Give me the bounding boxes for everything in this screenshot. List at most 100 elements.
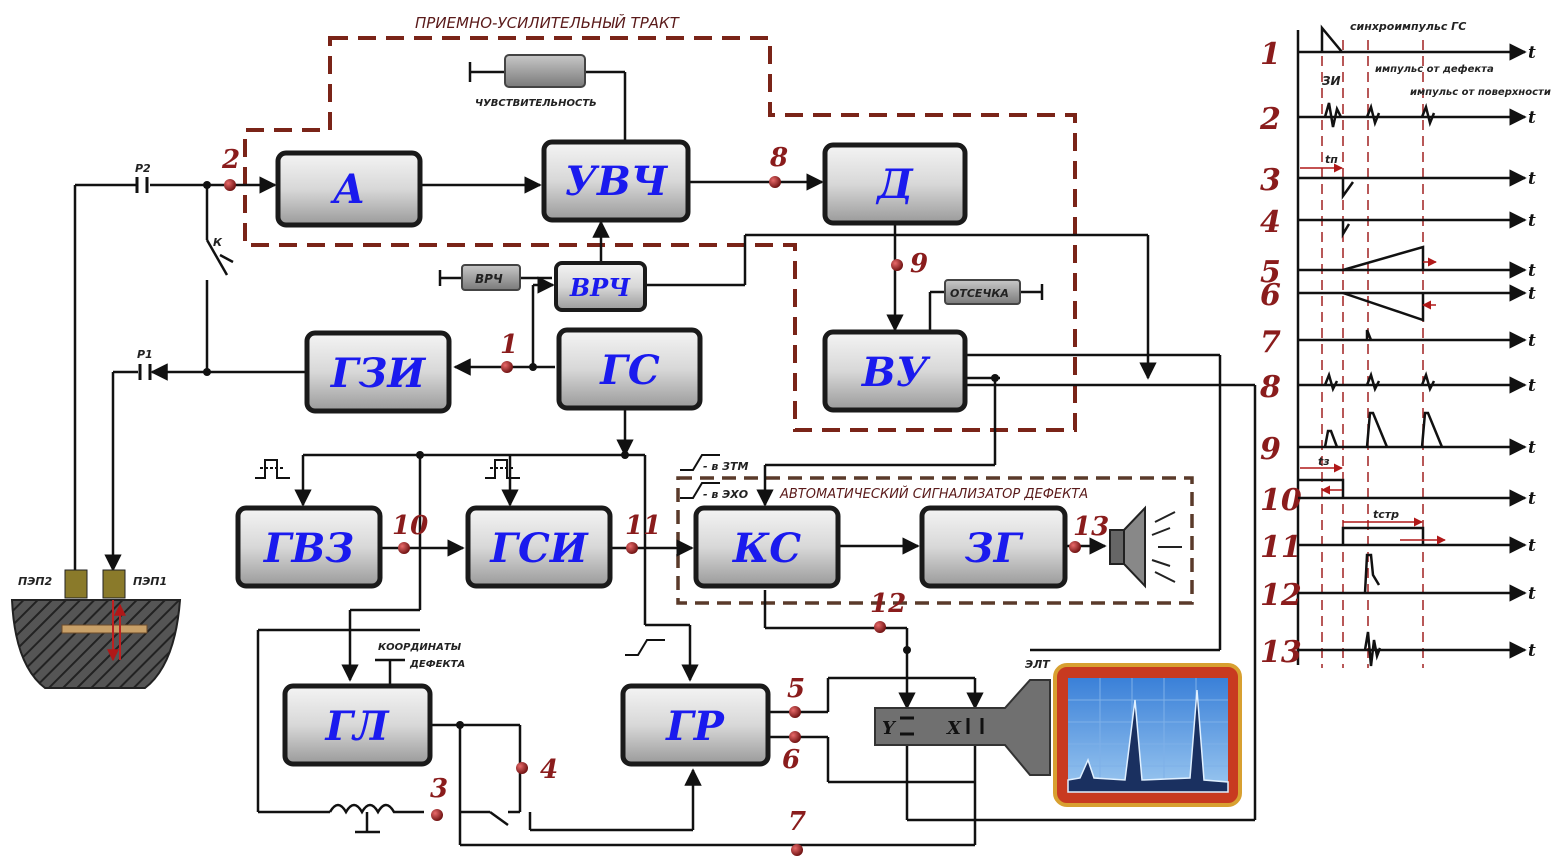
time-axis-label: t (1528, 489, 1536, 509)
timing-row-label: 3 (1260, 163, 1281, 198)
waveform (1323, 102, 1343, 128)
crt-screen (1053, 663, 1242, 807)
time-axis-label: t (1528, 43, 1536, 63)
block-vrch: ВРЧ (554, 261, 647, 312)
defect-pulse-label: импульс от дефекта (1375, 63, 1494, 75)
waveform (1342, 291, 1425, 322)
test-point-2: 2 (221, 145, 240, 191)
block-zg: ЗГ (919, 505, 1068, 589)
receiver-amplifier-region (243, 36, 1077, 432)
block-gzi: ГЗИ (304, 330, 452, 414)
svg-text:ГС: ГС (599, 347, 660, 394)
timing-row-label: 6 (1260, 278, 1281, 313)
sensitivity-label: ЧУВСТВИТЕЛЬНОСТЬ (475, 98, 597, 109)
timing-row-label: 4 (1260, 205, 1281, 240)
timing-row-label: 13 (1260, 635, 1302, 670)
test-point-label: 8 (769, 143, 788, 173)
waveform (1320, 24, 1343, 53)
waveform (1365, 329, 1373, 341)
svg-text:ВУ: ВУ (861, 349, 931, 396)
test-point-label: 10 (392, 511, 428, 541)
r2-label: Р2 (135, 162, 151, 175)
timing-row-label: 5 (1260, 255, 1281, 290)
coords-label: КООРДИНАТЫ (378, 642, 462, 653)
test-point-4: 4 (516, 755, 558, 785)
block-ks: КС (693, 505, 841, 589)
timing-row-label: 8 (1259, 370, 1281, 405)
capacitor-p1 (138, 364, 152, 380)
surface-pulse-label: импульс от поверхности (1410, 87, 1551, 98)
svg-text:ГСИ: ГСИ (489, 525, 588, 572)
sync-pulse-label: синхроимпульс ГС (1350, 20, 1466, 33)
block-gvz: ГВЗ (235, 505, 383, 589)
block-vu: ВУ (822, 329, 968, 413)
block-d: Д (822, 142, 968, 226)
speaker-icon (1109, 505, 1182, 589)
pep2-label: ПЭП2 (18, 575, 52, 588)
waveform (1363, 553, 1381, 594)
timing-row-label: 9 (1260, 432, 1281, 467)
time-axis-label: t (1528, 169, 1536, 189)
crt-tube (874, 679, 1051, 776)
svg-text:А: А (330, 166, 366, 213)
block-a: А (275, 150, 423, 228)
block-uvch: УВЧ (541, 139, 691, 223)
test-point-label: 1 (500, 330, 518, 360)
test-point-label: 5 (787, 674, 805, 704)
tz-label: tз (1318, 455, 1330, 468)
time-axis-label: t (1528, 261, 1536, 281)
timing-row-label: 12 (1260, 578, 1302, 613)
svg-text:ГЗИ: ГЗИ (330, 350, 426, 397)
timing-row-label: 7 (1260, 325, 1281, 360)
ztm-label: - в ЗТМ (703, 460, 749, 473)
waveform (1365, 371, 1381, 393)
test-specimen (10, 569, 182, 689)
cutoff-knob[interactable]: ОТСЕЧКА (944, 279, 1021, 305)
elt-label: ЭЛТ (1025, 658, 1051, 671)
waveform (1365, 411, 1389, 448)
test-point-5: 5 (787, 674, 805, 718)
block-gs: ГС (556, 327, 703, 411)
svg-text:ВРЧ: ВРЧ (569, 273, 631, 302)
time-axis-label: t (1528, 284, 1536, 304)
echo-label: - в ЭХО (703, 488, 748, 501)
time-axis-label: t (1528, 211, 1536, 231)
timing-row-label: 11 (1260, 530, 1302, 565)
svg-text:ВРЧ: ВРЧ (475, 272, 503, 286)
vrch-knob[interactable]: ВРЧ (461, 264, 521, 291)
svg-text:ОТСЕЧКА: ОТСЕЧКА (950, 287, 1009, 300)
test-point-label: 7 (788, 807, 806, 837)
time-axis-label: t (1528, 584, 1536, 604)
test-point-label: 12 (870, 589, 906, 619)
test-point-11: 11 (625, 511, 661, 554)
waveform (1323, 371, 1339, 393)
test-point-label: 11 (625, 511, 661, 541)
test-point-label: 9 (910, 249, 928, 279)
sawtooth-icon (625, 454, 720, 656)
waveform (1342, 245, 1425, 272)
waveform (1298, 478, 1345, 498)
waveform (1363, 631, 1382, 667)
time-axis-label: t (1528, 108, 1536, 128)
svg-text:ГВЗ: ГВЗ (263, 525, 354, 572)
k-label: К (213, 236, 223, 249)
time-axis-label: t (1528, 331, 1536, 351)
waveform (1341, 526, 1425, 545)
waveform (1323, 429, 1339, 448)
svg-text:УВЧ: УВЧ (565, 158, 669, 205)
time-axis-label: t (1528, 536, 1536, 556)
svg-text:ГР: ГР (665, 703, 726, 750)
sensitivity-knob[interactable] (504, 54, 586, 88)
svg-text:ЗГ: ЗГ (965, 525, 1024, 572)
svg-text:Д: Д (875, 161, 914, 208)
tstr-label: tстр (1373, 508, 1399, 521)
test-point-8: 8 (769, 143, 788, 188)
pulse-icon (255, 459, 520, 479)
defect-coords-label: ДЕФЕКТА (409, 659, 465, 670)
test-point-label: 4 (540, 755, 558, 785)
test-point-13: 13 (1069, 512, 1109, 553)
time-axis-label: t (1528, 376, 1536, 396)
block-gr: ГР (620, 683, 771, 767)
svg-text:КС: КС (732, 525, 801, 572)
